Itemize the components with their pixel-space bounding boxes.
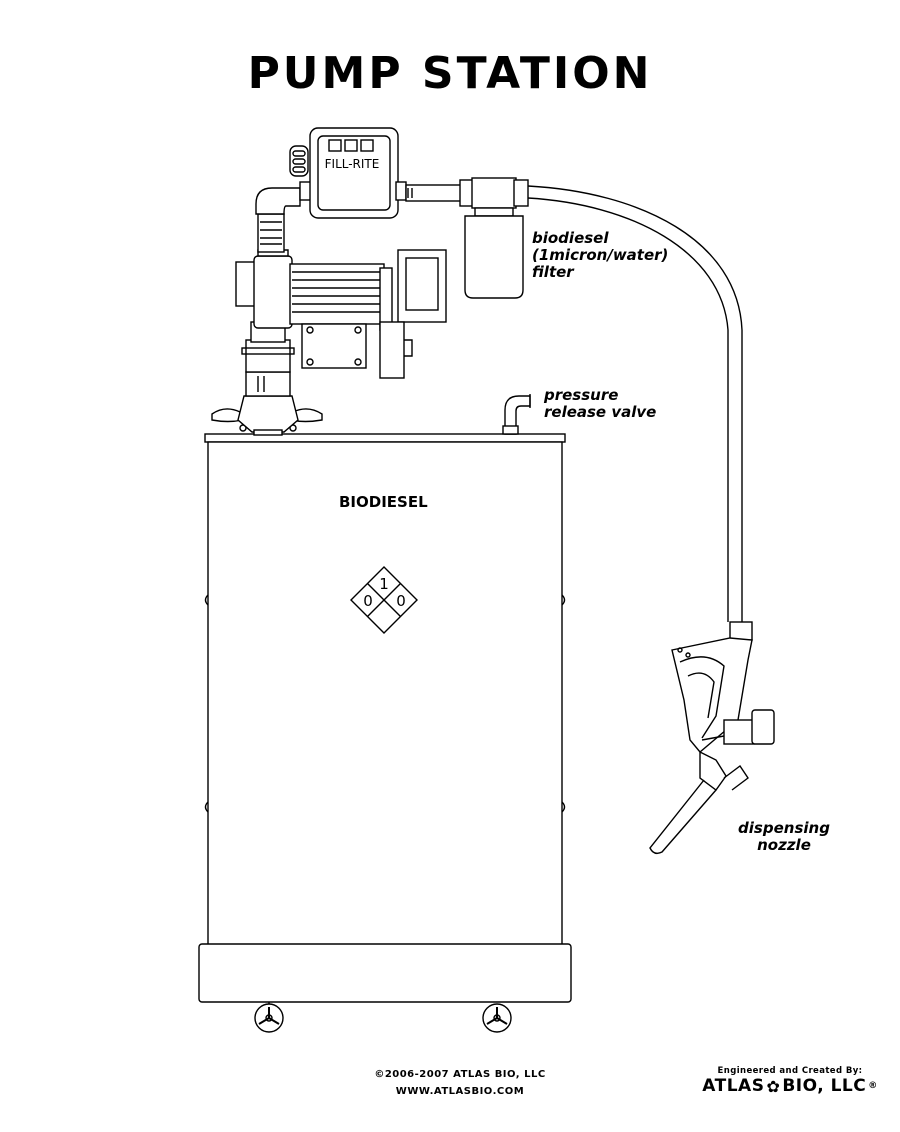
drum-wheel-left (254, 1002, 284, 1033)
filter-label-line-1: biodiesel (532, 229, 609, 247)
filter-label-line-3: filter (532, 263, 574, 281)
dispensing-nozzle (649, 621, 775, 855)
fuel-hose (527, 185, 743, 622)
valve-label-line-2: release valve (544, 403, 657, 421)
hazard-diamond (350, 566, 418, 634)
valve-label: pressure release valve (544, 387, 656, 421)
logo-right-text: BIO, LLC (782, 1076, 867, 1096)
nozzle-label-line-1: dispensing (738, 819, 830, 837)
drum (198, 433, 572, 1033)
meter-brand: FILL-RITE (325, 157, 380, 171)
diagram-title: PUMP STATION (247, 48, 653, 99)
hazard-top-value: 1 (379, 575, 389, 593)
nozzle-label: dispensing nozzle (724, 820, 844, 854)
pump-assembly (235, 187, 447, 379)
filter-label-line-2: (1micron/water) (532, 246, 669, 264)
valve-label-line-1: pressure (544, 386, 619, 404)
registered-mark: ® (868, 1081, 878, 1091)
flower-icon: ✿ (766, 1076, 781, 1096)
bung-adapter (211, 371, 323, 436)
atlas-bio-logo: ATLAS ✿ BIO, LLC ® (700, 1076, 880, 1096)
drum-wheel-right (482, 1003, 512, 1033)
pressure-release-valve (502, 394, 531, 435)
logo-left-text: ATLAS (702, 1076, 765, 1096)
fill-rite-meter (289, 127, 407, 219)
footer-copyright-block: ©2006-2007 ATLAS BIO, LLC WWW.ATLASBIO.C… (340, 1066, 580, 1100)
website-link[interactable]: WWW.ATLASBIO.COM (395, 1086, 525, 1097)
outlet-pipe (405, 184, 463, 202)
nozzle-label-line-2: nozzle (757, 836, 811, 854)
filter-label: biodiesel (1micron/water) filter (532, 230, 668, 281)
credit-text: Engineered and Created By: (717, 1066, 863, 1076)
hazard-right-value: 0 (396, 592, 406, 610)
copyright-text: ©2006-2007 ATLAS BIO, LLC (374, 1069, 546, 1080)
drum-label: BIODIESEL (339, 493, 428, 511)
credit-block: Engineered and Created By: ATLAS ✿ BIO, … (700, 1066, 880, 1096)
hazard-left-value: 0 (363, 592, 373, 610)
biodiesel-filter (459, 177, 529, 299)
